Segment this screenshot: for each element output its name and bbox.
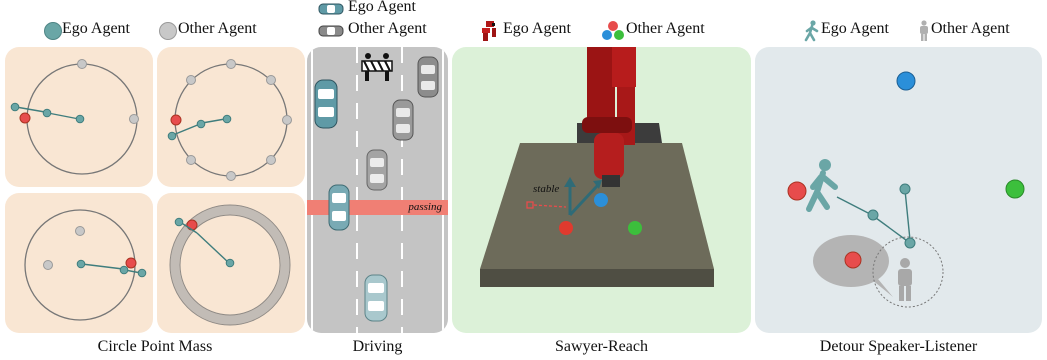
legend-detour: Ego Agent Other Agent — [804, 20, 1044, 44]
sawyer-scene — [480, 47, 714, 287]
detour-scene — [787, 71, 1025, 308]
other-agent-dot-icon — [159, 22, 177, 40]
other-car-3 — [366, 149, 388, 191]
colored-balls-icon — [602, 21, 624, 40]
circle-panel-top-right — [157, 47, 305, 187]
legend-ego-label: Ego Agent — [821, 20, 889, 37]
walking-person-icon — [804, 20, 819, 42]
caption-detour: Detour Speaker-Listener — [819, 338, 978, 355]
ego-car-1 — [314, 79, 338, 129]
legend-other-label: Other Agent — [931, 20, 1010, 37]
caption-sawyer: Sawyer-Reach — [555, 338, 648, 355]
circle-scene-3-agents — [24, 209, 147, 321]
driving-panel: passing — [307, 47, 448, 333]
sawyer-robot-arm — [582, 47, 636, 187]
legend-driving: Ego Agent Other Agent — [318, 0, 448, 44]
stable-label: stable — [533, 183, 560, 195]
detour-panel — [755, 47, 1042, 333]
speaker-person-icon — [898, 258, 912, 301]
caption-circle-point-mass: Circle Point Mass — [97, 338, 213, 355]
passing-label: passing — [408, 201, 442, 213]
sawyer-panel: stable — [452, 47, 751, 333]
driving-road-scene — [307, 47, 448, 333]
road-barrier-icon — [361, 53, 393, 81]
legend-ego-label: Ego Agent — [348, 0, 416, 15]
robot-arm-icon — [482, 21, 496, 41]
legend-ego-label: Ego Agent — [62, 20, 130, 37]
listener-walking-person-icon — [806, 159, 838, 212]
legend-other-label: Other Agent — [178, 20, 257, 37]
ego-car-3 — [364, 274, 388, 322]
circle-scene-many-agents — [167, 59, 292, 181]
legend-ego-label: Ego Agent — [503, 20, 571, 37]
circle-scene-ring-agent — [169, 204, 291, 326]
legend-other-label: Other Agent — [626, 20, 705, 37]
caption-driving: Driving — [352, 338, 403, 355]
legend-sawyer: Ego Agent Other Agent — [480, 20, 740, 44]
circle-panel-top-left — [5, 47, 153, 187]
ego-car-icon — [318, 3, 344, 15]
circle-panel-bottom-right — [157, 193, 305, 333]
other-car-icon — [318, 25, 344, 37]
standing-person-icon — [920, 20, 928, 41]
circle-panel-bottom-left — [5, 193, 153, 333]
ego-agent-dot-icon — [44, 22, 62, 40]
legend-circle-point-mass: Ego Agent Other Agent — [44, 20, 284, 42]
legend-other-label: Other Agent — [348, 20, 427, 37]
other-car-2 — [392, 99, 414, 141]
other-car-1 — [417, 56, 439, 98]
ego-car-2 — [328, 184, 350, 231]
circle-scene-2-agents — [10, 59, 139, 175]
